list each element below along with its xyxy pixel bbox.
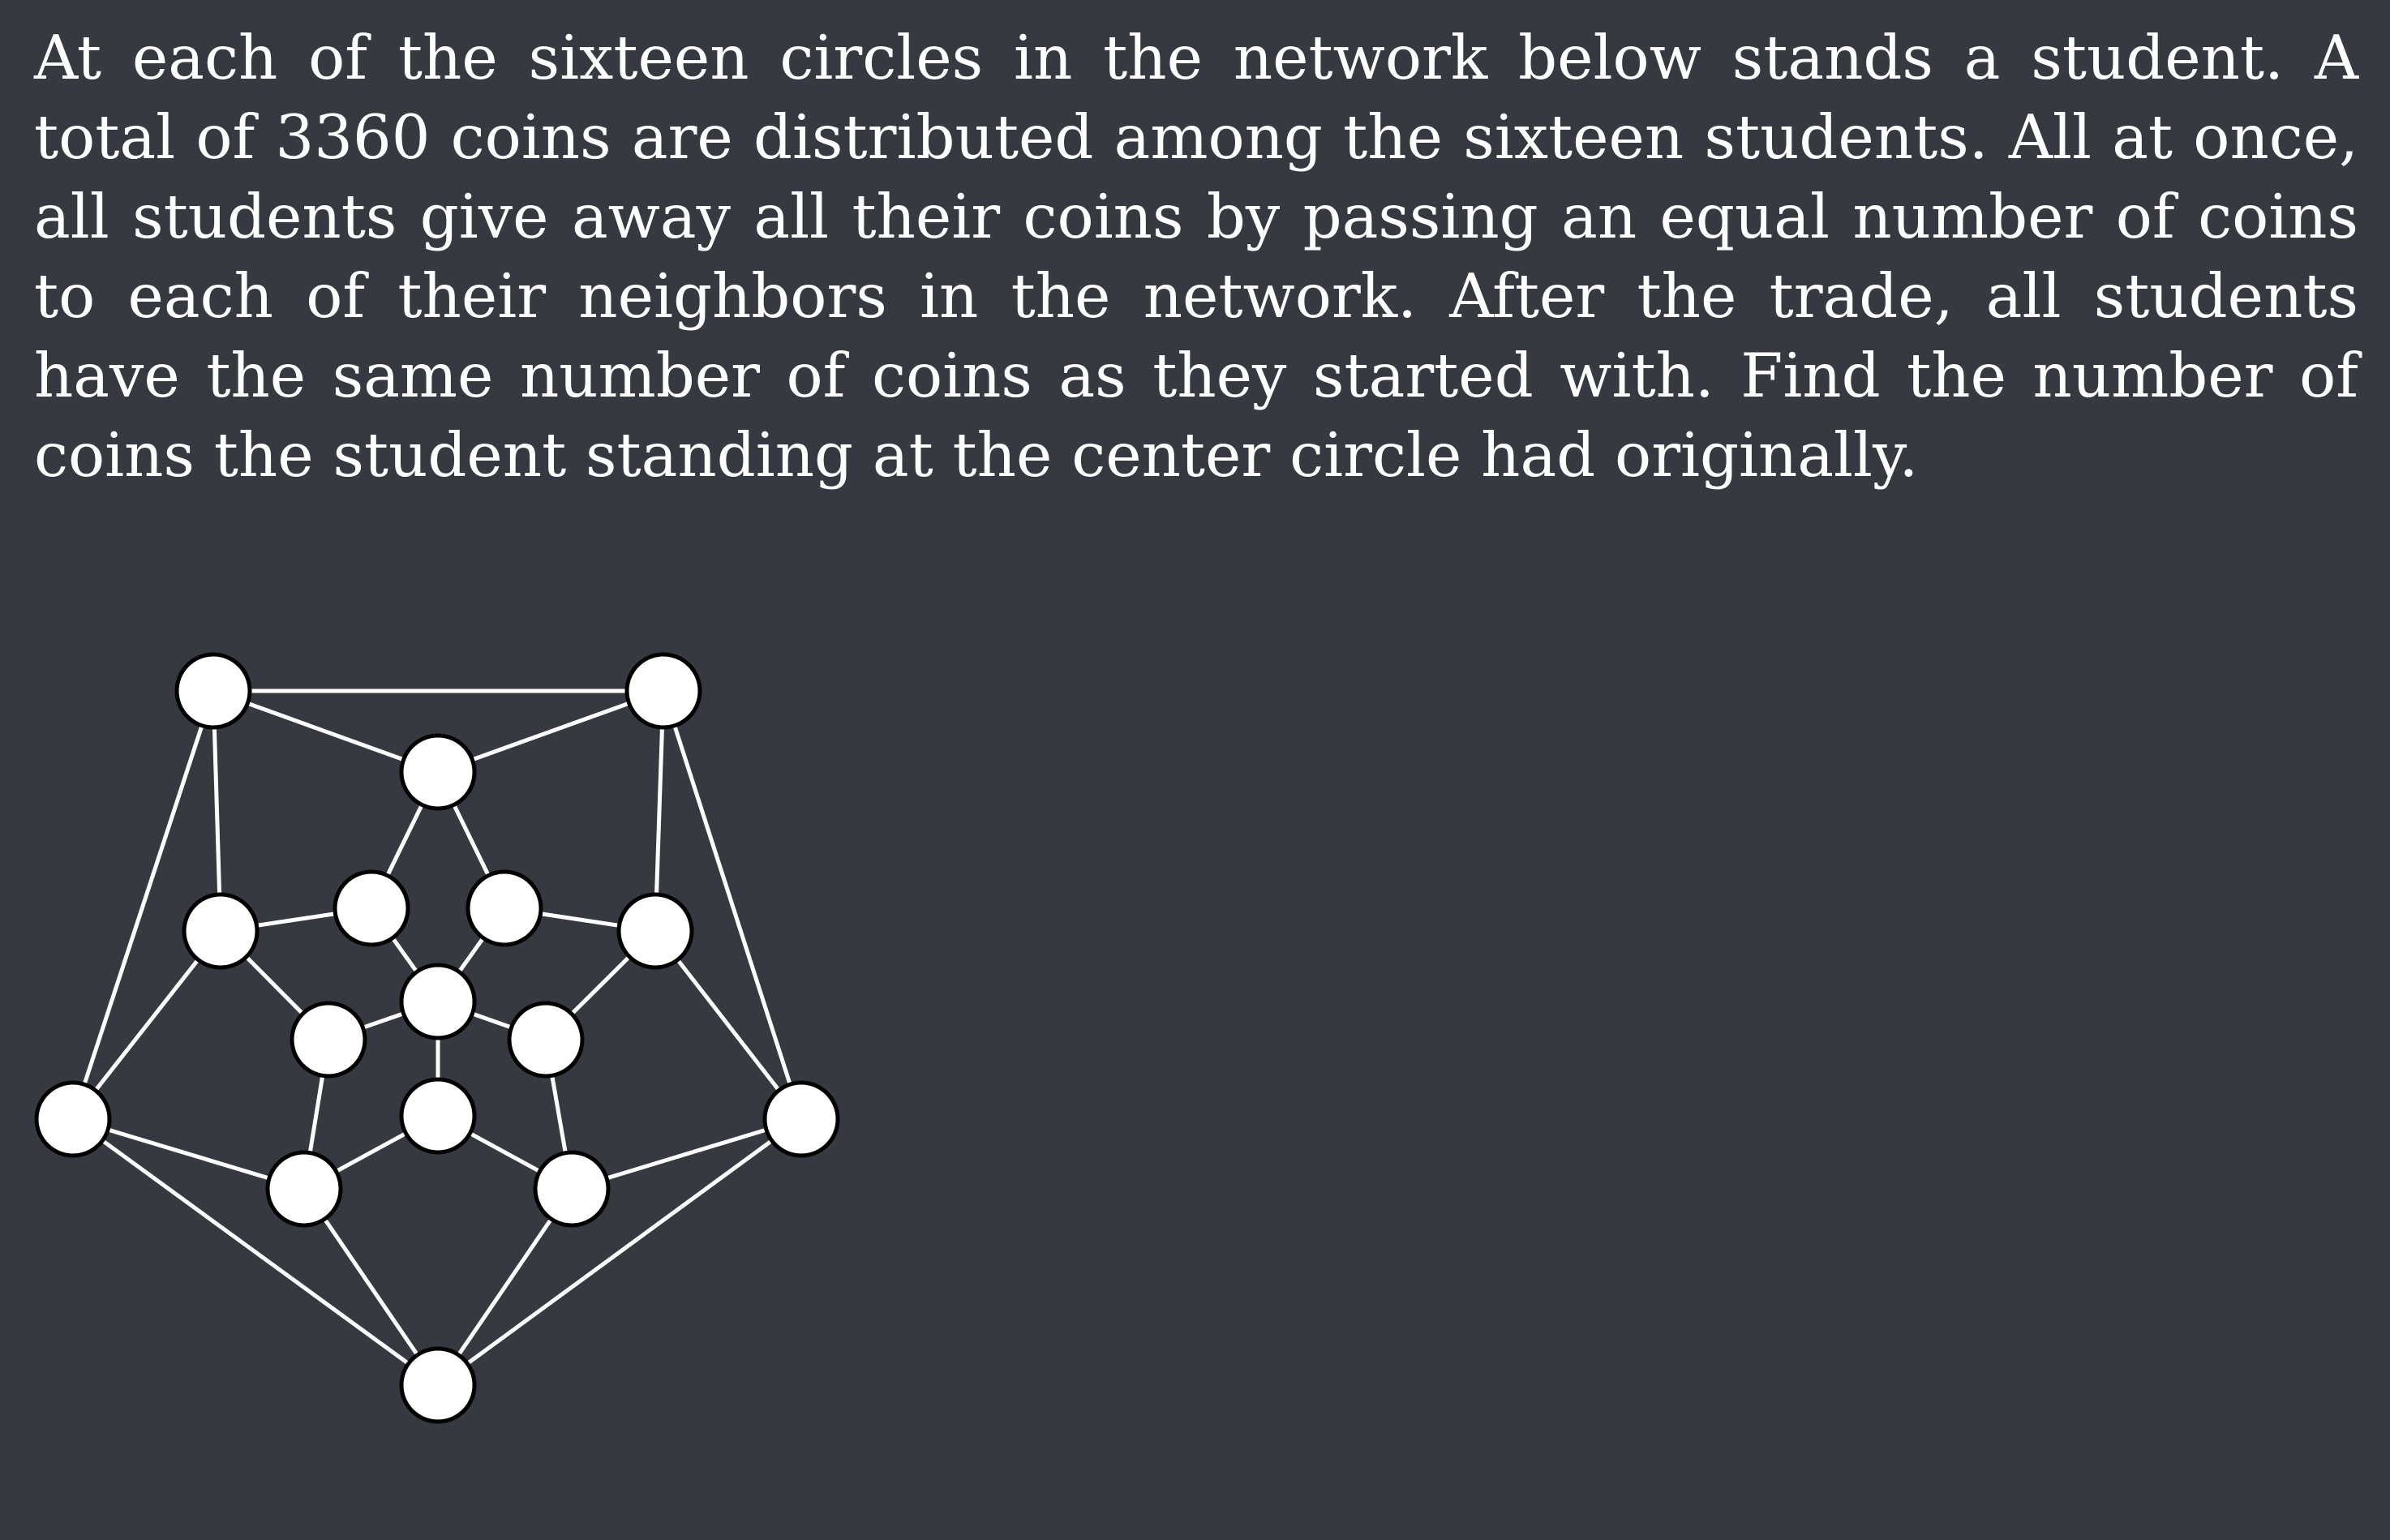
network-nodes: [34, 652, 840, 1424]
node-outer-bottom: [399, 1346, 477, 1424]
node-inner-right: [507, 1001, 585, 1079]
node-inner-bottom: [399, 1077, 477, 1155]
node-mid-bottom-right: [533, 1150, 611, 1228]
edge-mid-left-outer-left: [71, 929, 222, 1121]
edge-outer-right-outer-bottom: [436, 1117, 803, 1388]
node-inner-top-left: [333, 869, 410, 947]
edge-mid-bottom-right-outer-bottom: [436, 1187, 574, 1387]
edge-outer-top-right-mid-right: [653, 690, 666, 932]
edge-mid-right-outer-right: [654, 929, 803, 1121]
edge-outer-right-mid-bottom-right: [571, 1117, 802, 1191]
node-inner-top-right: [466, 869, 543, 947]
node-outer-right: [762, 1080, 840, 1158]
node-center: [399, 963, 477, 1040]
edge-outer-top-left-outer-left: [71, 690, 216, 1120]
node-inner-left: [290, 1001, 367, 1079]
edge-outer-top-left-mid-top: [212, 688, 439, 774]
node-mid-right: [616, 892, 694, 970]
problem-statement: At each of the sixteen circles in the ne…: [34, 22, 2358, 491]
node-outer-top-left: [174, 652, 252, 730]
edge-mid-bottom-left-outer-bottom: [302, 1187, 440, 1387]
edge-outer-top-right-outer-right: [661, 690, 804, 1120]
node-mid-top: [399, 733, 477, 811]
edge-outer-top-right-mid-top: [437, 688, 664, 774]
edge-outer-left-mid-bottom-left: [72, 1117, 305, 1191]
node-outer-top-right: [624, 652, 702, 730]
node-mid-left: [182, 892, 260, 970]
node-mid-bottom-left: [265, 1150, 343, 1228]
node-outer-left: [34, 1080, 112, 1158]
edge-outer-left-outer-bottom: [71, 1117, 440, 1388]
edge-outer-top-left-mid-left: [211, 690, 223, 932]
